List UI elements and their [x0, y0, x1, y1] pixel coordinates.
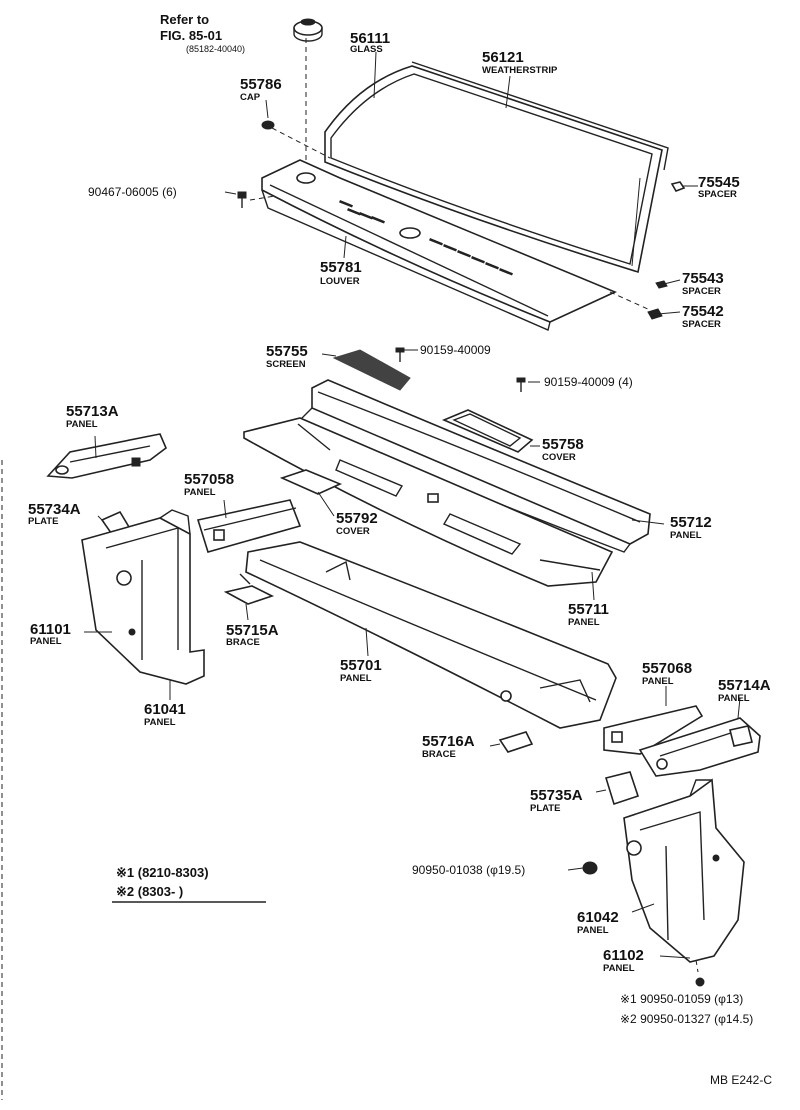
side-panel-right-drawing [623, 778, 745, 987]
footnote-1: ※1 90950-01059 (φ13) [620, 992, 743, 1006]
part-61101-name: PANEL [30, 636, 62, 647]
part-75543-name: SPACER [682, 286, 721, 297]
part-61101-number: 61101 [30, 621, 71, 638]
part-61041-name: PANEL [144, 717, 176, 728]
part-56111-number: 56111 [350, 30, 390, 47]
part-55716a-number: 55716A [422, 733, 475, 750]
plate-55735a-drawing [604, 771, 640, 806]
part-90159-number: 90159-40009 [420, 343, 491, 357]
part-55714a-number: 55714A [718, 677, 771, 694]
brace-55715a-drawing [223, 585, 275, 605]
part-55786-name: CAP [240, 92, 261, 103]
cap-drawing [261, 120, 331, 159]
part-90950-01038-number: 90950-01038 (φ19.5) [412, 863, 525, 877]
footnote-2: ※2 90950-01327 (φ14.5) [620, 1012, 753, 1026]
part-55713a-number: 55713A [66, 403, 119, 420]
panel-55714a-drawing [638, 717, 761, 777]
leader-lines [84, 51, 741, 959]
part-55701-name: PANEL [340, 673, 372, 684]
part-56111-name: GLASS [350, 44, 383, 55]
part-55792-number: 55792 [336, 510, 378, 527]
part-55734a-name: PLATE [28, 516, 58, 527]
part-55713a-name: PANEL [66, 419, 98, 430]
spacer-drawings [609, 181, 686, 320]
part-90467-number: 90467-06005 (6) [88, 185, 177, 199]
panel-557068-drawing [603, 705, 704, 755]
part-55735a-number: 55735A [530, 787, 583, 804]
part-55786-number: 55786 [240, 76, 282, 93]
part-55716a-name: BRACE [422, 749, 456, 760]
brace-55716a-drawing [498, 731, 534, 753]
part-55712-name: PANEL [670, 530, 702, 541]
cowl-panel-55701-drawing [239, 541, 617, 729]
panel-557058-drawing [196, 499, 302, 553]
part-55792-name: COVER [336, 526, 370, 537]
part-55712-number: 55712 [670, 514, 712, 531]
part-55758-name: COVER [542, 452, 576, 463]
part-61102-number: 61102 [603, 947, 644, 964]
part-557058-number: 557058 [184, 471, 234, 488]
part-56121-name: WEATHERSTRIP [482, 65, 558, 76]
part-55758-number: 55758 [542, 436, 584, 453]
part-55715a-number: 55715A [226, 622, 279, 639]
part-55755-number: 55755 [266, 343, 308, 360]
legend-line-1: ※1 (8210-8303) [116, 865, 209, 880]
part-55781-number: 55781 [320, 259, 362, 276]
side-panel-left-drawing [81, 509, 205, 685]
part-55701-number: 55701 [340, 657, 382, 674]
cover-55758-drawing [441, 409, 534, 453]
part-61041-number: 61041 [144, 701, 186, 718]
part-55714a-name: PANEL [718, 693, 750, 704]
part-75545-number: 75545 [698, 174, 740, 191]
part-61102-name: PANEL [603, 963, 635, 974]
cover-55792-drawing [279, 469, 343, 495]
figure-code: MB E242-C [710, 1073, 772, 1087]
part-90159-4-number: 90159-40009 (4) [544, 375, 633, 389]
louver-drawing [261, 159, 617, 331]
part-56121-number: 56121 [482, 49, 524, 66]
grommet-drawing [293, 18, 323, 160]
part-557058-name: PANEL [184, 487, 216, 498]
panel-55713a-drawing [46, 433, 167, 479]
part-55755-name: SCREEN [266, 359, 306, 370]
part-557068-name: PANEL [642, 676, 674, 687]
part-55711-name: PANEL [568, 617, 600, 628]
part-75545-name: SPACER [698, 189, 737, 200]
part-labels: 56111 GLASS 56121 WEATHERSTRIP 55786 CAP… [28, 30, 771, 974]
part-75543-number: 75543 [682, 270, 724, 287]
grommet-90950-01038-drawing [567, 861, 598, 875]
part-55734a-number: 55734A [28, 501, 81, 518]
part-55715a-name: BRACE [226, 637, 260, 648]
part-55711-number: 55711 [568, 601, 609, 618]
part-75542-number: 75542 [682, 303, 724, 320]
reference-line2: FIG. 85-01 [160, 28, 222, 43]
cowl-panel-55711-drawing [243, 417, 614, 587]
part-61042-number: 61042 [577, 909, 619, 926]
legend-line-2: ※2 (8303- ) [116, 884, 183, 899]
glass-drawing [324, 61, 669, 274]
part-55781-name: LOUVER [320, 276, 360, 287]
part-557068-number: 557068 [642, 660, 692, 677]
reference-line3: (85182-40040) [186, 44, 245, 54]
screw-drawing [237, 191, 276, 208]
part-61042-name: PANEL [577, 925, 609, 936]
date-legend: ※1 (8210-8303) ※2 (8303- ) [112, 865, 266, 903]
part-55735a-name: PLATE [530, 803, 560, 814]
part-75542-name: SPACER [682, 319, 721, 330]
screen-drawing [332, 347, 526, 392]
reference-line1: Refer to [160, 12, 209, 27]
